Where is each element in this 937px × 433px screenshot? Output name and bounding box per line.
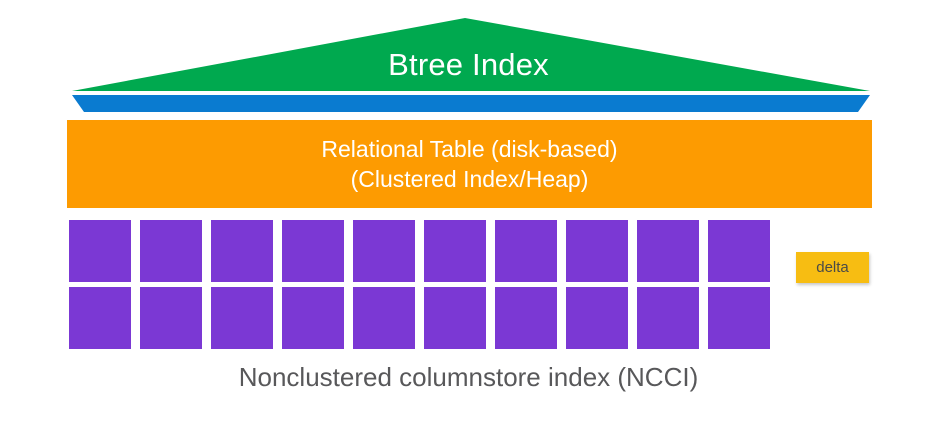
rowgroup-13	[211, 287, 273, 349]
rowgroup-9	[637, 220, 699, 282]
rowgroup-5	[353, 220, 415, 282]
rowgroup-18	[566, 287, 628, 349]
rowgroup-6	[424, 220, 486, 282]
rowgroup-8	[566, 220, 628, 282]
columnstore-rowgroup-grid	[69, 220, 779, 349]
rowgroup-1	[69, 220, 131, 282]
rowgroup-4	[282, 220, 344, 282]
rowgroup-row	[69, 287, 779, 349]
rowgroup-row	[69, 220, 779, 282]
rowgroup-20	[708, 287, 770, 349]
rowgroup-17	[495, 287, 557, 349]
btree-index-label: Btree Index	[388, 47, 549, 82]
ncci-caption: Nonclustered columnstore index (NCCI)	[238, 362, 699, 392]
rowgroup-11	[69, 287, 131, 349]
rowgroup-2	[140, 220, 202, 282]
rowgroup-7	[495, 220, 557, 282]
relational-table-line-2: (Clustered Index/Heap)	[350, 166, 589, 192]
relational-table-block: Relational Table (disk-based) (Clustered…	[67, 120, 872, 208]
rowgroup-15	[353, 287, 415, 349]
btree-blue-chevron	[72, 95, 870, 112]
rowgroup-3	[211, 220, 273, 282]
delta-store-label: delta	[816, 259, 849, 276]
relational-table-line-1: Relational Table (disk-based)	[321, 135, 618, 162]
rowgroup-14	[282, 287, 344, 349]
rowgroup-16	[424, 287, 486, 349]
delta-store-badge: delta	[796, 252, 869, 283]
rowgroup-12	[140, 287, 202, 349]
rowgroup-19	[637, 287, 699, 349]
rowgroup-10	[708, 220, 770, 282]
